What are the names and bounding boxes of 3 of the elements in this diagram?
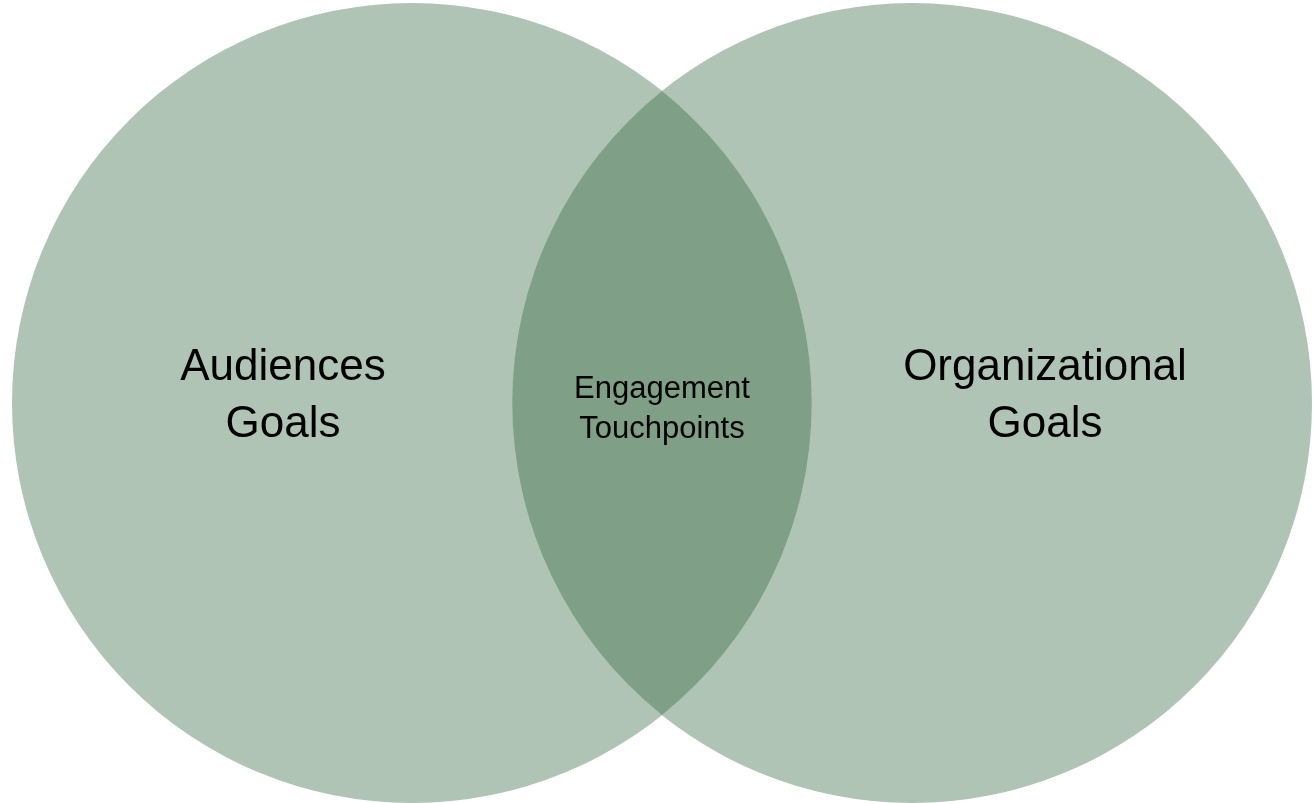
set-label: Engagement Touchpoints (573, 368, 751, 447)
set-label: Audiences Goals (179, 338, 387, 448)
set-label: Organizational Goals (902, 338, 1188, 448)
